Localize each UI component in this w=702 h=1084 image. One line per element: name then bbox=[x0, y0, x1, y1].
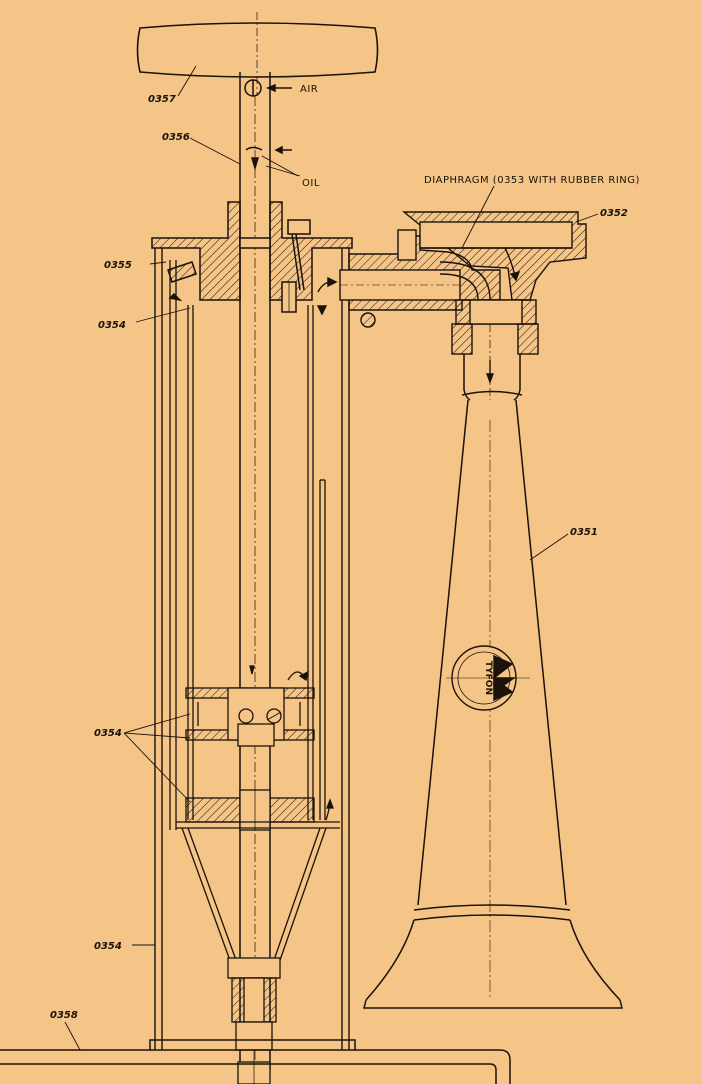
label-piston-mid: 0354 bbox=[94, 728, 122, 739]
base-plate bbox=[0, 1039, 511, 1084]
callout-oil: OIL bbox=[302, 178, 320, 189]
label-base: 0358 bbox=[50, 1010, 78, 1021]
foot-valve-cone bbox=[181, 827, 327, 967]
logo-text: TYFON bbox=[483, 661, 493, 695]
label-horn: 0351 bbox=[570, 527, 598, 538]
label-cap-screw: 0355 bbox=[104, 260, 132, 271]
label-diaphragm-cap: 0352 bbox=[600, 208, 628, 219]
label-rod: 0356 bbox=[162, 132, 190, 143]
diaphragm-housing bbox=[397, 211, 587, 301]
piston-upper bbox=[185, 665, 315, 747]
cylinder-head bbox=[151, 201, 353, 313]
leader-lines bbox=[64, 65, 599, 1051]
handle bbox=[136, 12, 379, 96]
callout-air: AIR bbox=[300, 84, 318, 95]
label-piston-top: 0354 bbox=[98, 320, 126, 331]
outer-cylinder bbox=[154, 248, 350, 1050]
foot-valve-body bbox=[227, 957, 281, 1084]
horn bbox=[363, 354, 623, 1009]
horn-neck bbox=[451, 299, 539, 400]
label-cylinder: 0354 bbox=[94, 941, 122, 952]
label-handle: 0357 bbox=[148, 94, 176, 105]
labels: 0357 AIR 0356 OIL DIAPHRAGM (0353 WITH R… bbox=[50, 84, 640, 1021]
pump-rod bbox=[239, 72, 292, 1075]
tyfon-logo: TYFON bbox=[446, 645, 530, 711]
callout-diaphragm: DIAPHRAGM (0353 WITH RUBBER RING) bbox=[424, 175, 640, 186]
piston-lower bbox=[176, 789, 340, 831]
